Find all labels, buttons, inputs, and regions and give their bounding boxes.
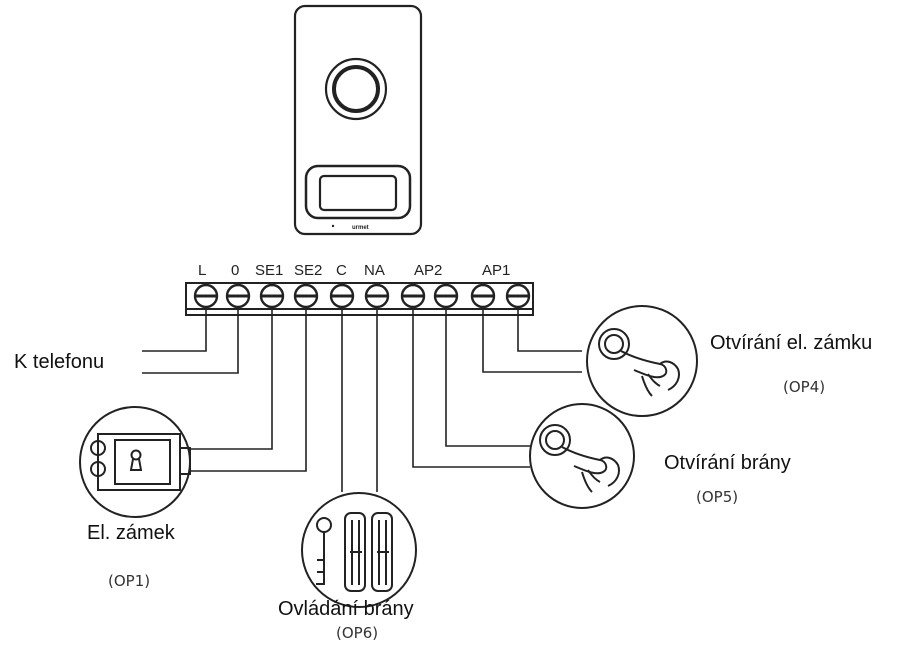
wire-se2 — [190, 309, 307, 472]
wire-se1 — [190, 309, 273, 450]
electric-lock-device — [79, 406, 191, 518]
call-button-icon — [304, 164, 412, 220]
gate-control-device — [301, 492, 417, 608]
k-telefonu-label: K telefonu — [14, 351, 105, 373]
terminal-labels: L 0 SE1 SE2 C NA AP2 AP1 — [198, 262, 510, 279]
key-icon — [316, 517, 332, 585]
terminal-screw — [400, 283, 426, 309]
keyhole-icon — [129, 449, 143, 471]
wires — [142, 309, 582, 492]
terminal-label-ap2: AP2 — [414, 262, 442, 279]
wire-ap2-b — [445, 309, 530, 447]
gate-icon — [344, 512, 393, 592]
terminal-label-c: C — [336, 262, 347, 279]
wire-ap1-a — [482, 309, 582, 373]
terminal-label-se2: SE2 — [294, 262, 322, 279]
gate-open-button-device — [529, 403, 635, 509]
terminal-screw — [293, 283, 319, 309]
terminal-block — [185, 282, 534, 316]
terminal-label-l: L — [198, 262, 206, 279]
camera-lens-icon — [324, 57, 388, 121]
otvirani-brany-label: Otvírání brány — [664, 452, 791, 474]
otvirani-el-zamku-label: Otvírání el. zámku — [710, 332, 873, 354]
terminal-screw — [329, 283, 355, 309]
terminal-label-0: 0 — [231, 262, 239, 279]
el-zamek-label: El. zámek — [87, 522, 175, 544]
op4-label: (OP4) — [783, 378, 826, 396]
terminal-screw — [364, 283, 390, 309]
wire-0 — [142, 309, 239, 374]
push-button-icon — [598, 328, 680, 397]
wire-ap1-b — [517, 309, 582, 352]
wire-l — [142, 309, 207, 352]
terminal-screw — [193, 283, 219, 309]
terminal-screw — [433, 283, 459, 309]
ovladani-brany-label: Ovládání brány — [278, 598, 414, 620]
panel-brand: urmet — [352, 225, 369, 231]
op5-label: (OP5) — [696, 488, 739, 506]
door-panel: urmet — [293, 4, 423, 236]
lock-open-button-device — [586, 305, 698, 417]
terminal-screw — [505, 283, 531, 309]
terminal-screw — [225, 283, 251, 309]
terminal-label-na: NA — [364, 262, 385, 279]
terminal-screw — [470, 283, 496, 309]
terminal-screw — [259, 283, 285, 309]
terminal-label-se1: SE1 — [255, 262, 283, 279]
push-button-icon — [539, 424, 620, 493]
terminal-label-ap1: AP1 — [482, 262, 510, 279]
wire-ap2-a — [412, 309, 530, 468]
op6-label: (OP6) — [336, 624, 379, 642]
op1-label: (OP1) — [108, 572, 151, 590]
